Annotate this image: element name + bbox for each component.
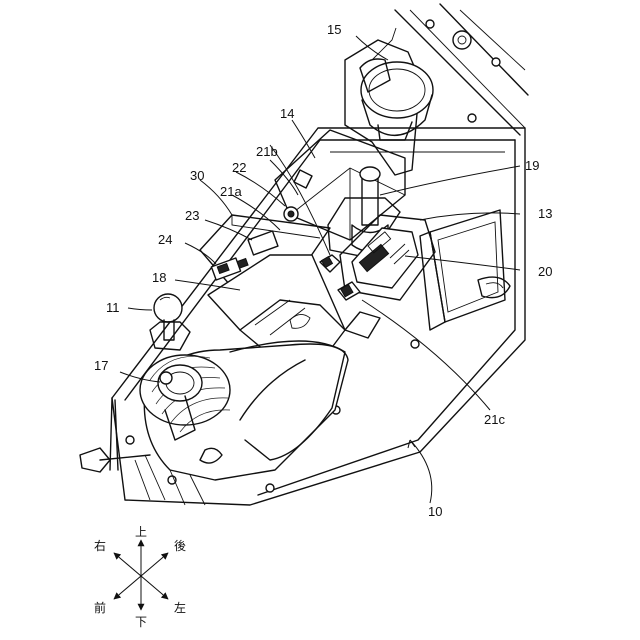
- bolt-icon: [492, 58, 500, 66]
- dir-rear: 後: [174, 539, 186, 553]
- bolt-icon: [453, 31, 471, 49]
- bolt-icon: [168, 476, 176, 484]
- dir-up: 上: [135, 525, 147, 539]
- label-21a: 21a: [220, 184, 242, 199]
- label-19: 19: [525, 158, 539, 173]
- label-18: 18: [152, 270, 166, 285]
- bolt-icon: [126, 436, 134, 444]
- bolt-icon: [411, 340, 419, 348]
- label-21b: 21b: [256, 144, 278, 159]
- joystick-17: [140, 341, 348, 480]
- cup-holder: [345, 28, 433, 175]
- dir-right: 右: [94, 538, 106, 553]
- dir-left: 左: [174, 600, 186, 615]
- direction-indicator: 上 下 右 後 前 左: [94, 525, 186, 629]
- label-11: 11: [106, 300, 120, 315]
- label-21c: 21c: [484, 412, 505, 427]
- bolt-icon: [468, 114, 476, 122]
- label-14: 14: [280, 106, 294, 121]
- label-23: 23: [185, 208, 199, 223]
- label-10: 10: [428, 504, 442, 519]
- label-22: 22: [232, 160, 246, 175]
- bolt-icon: [426, 20, 434, 28]
- side-bracket: [420, 210, 510, 330]
- label-30: 30: [190, 168, 204, 183]
- label-13: 13: [538, 206, 552, 221]
- label-24: 24: [158, 232, 172, 247]
- label-17: 17: [94, 358, 108, 373]
- switch-23: [248, 231, 278, 255]
- dir-down: 下: [135, 615, 147, 629]
- dir-front: 前: [94, 600, 106, 615]
- bolt-icon: [266, 484, 274, 492]
- label-20: 20: [538, 264, 552, 279]
- label-15: 15: [327, 22, 341, 37]
